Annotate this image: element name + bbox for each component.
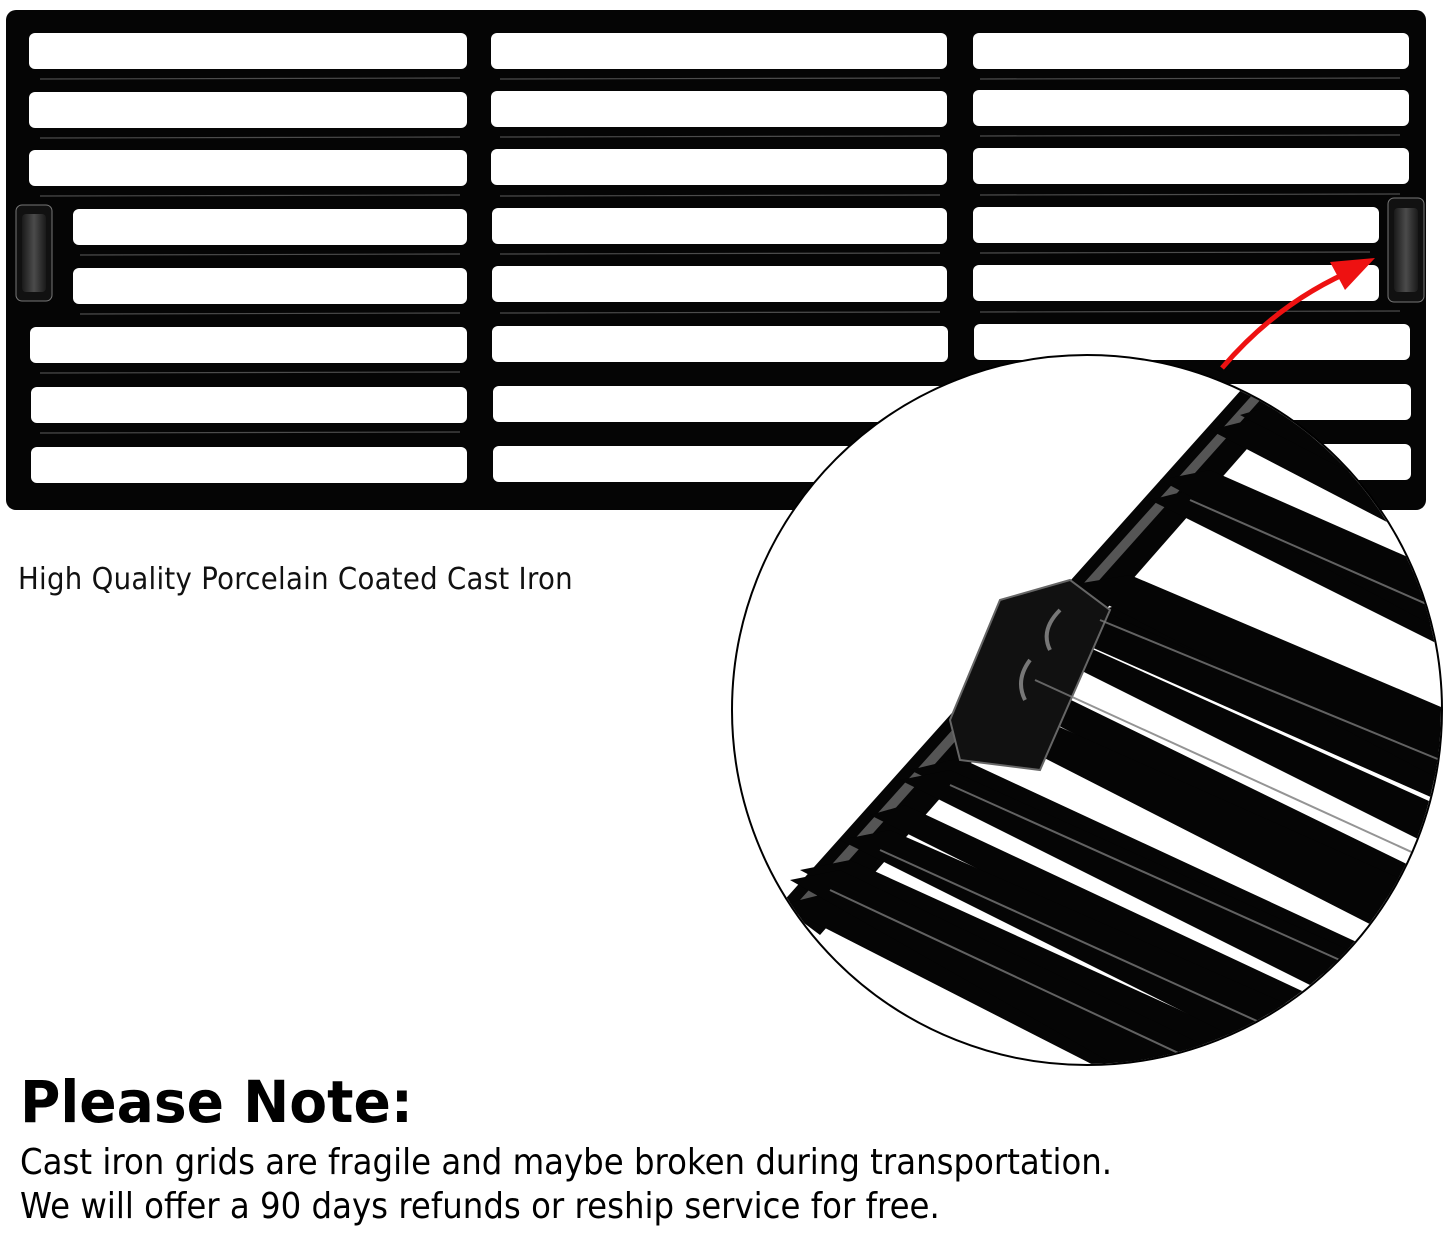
- zoom-callout: [731, 354, 1443, 1066]
- note-line-fragile: Cast iron grids are fragile and maybe br…: [20, 1142, 1113, 1183]
- product-caption: High Quality Porcelain Coated Cast Iron: [18, 562, 573, 597]
- note-title: Please Note:: [20, 1068, 413, 1136]
- note-line-refund: We will offer a 90 days refunds or reshi…: [20, 1186, 940, 1227]
- left-handle: [15, 204, 53, 302]
- right-handle: [1387, 197, 1425, 303]
- red-arrow-icon: [1220, 258, 1375, 370]
